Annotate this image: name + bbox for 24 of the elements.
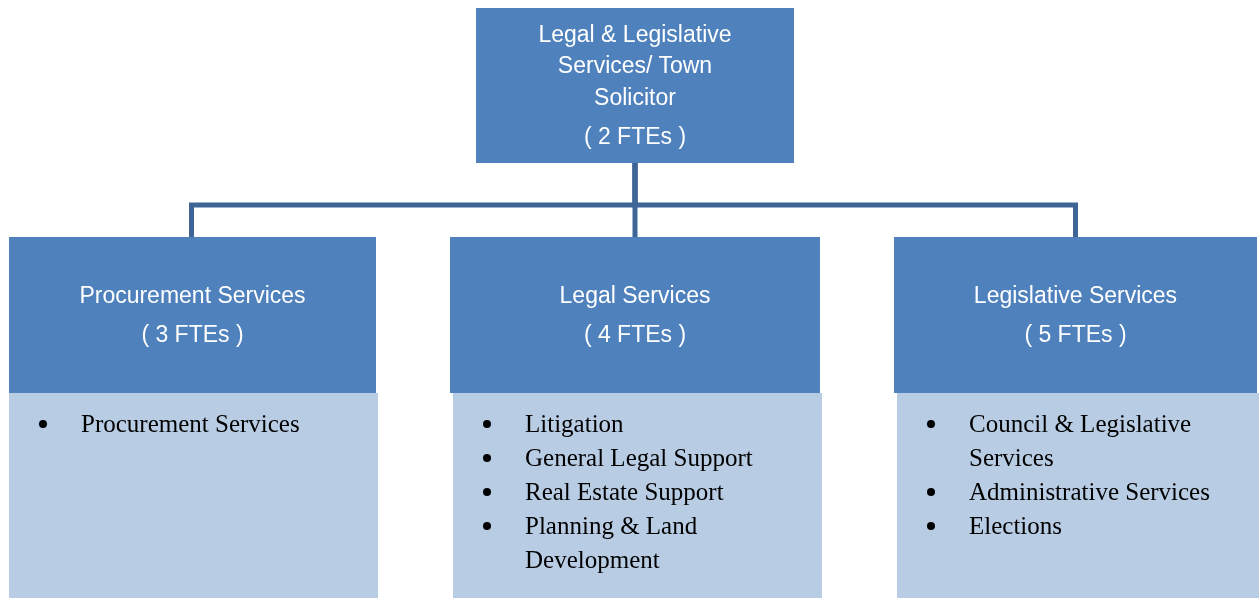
unit-title: Legal & Legislative Services/ Town Solicitor bbox=[537, 20, 733, 112]
staff-count: ( 5 FTEs ) bbox=[1024, 320, 1127, 349]
list-item: Real Estate Support bbox=[525, 478, 724, 505]
staff-count: ( 3 FTEs ) bbox=[141, 320, 244, 349]
list-item: Administrative Services bbox=[969, 478, 1210, 505]
staff-count: ( 4 FTEs ) bbox=[583, 320, 687, 349]
list-item: Procurement Services bbox=[81, 410, 300, 437]
division-box bbox=[9, 237, 376, 393]
list-item: Planning & Land Development bbox=[525, 512, 698, 573]
duties-panel bbox=[897, 393, 1259, 598]
connector-line bbox=[632, 163, 1078, 237]
duties-panel bbox=[9, 393, 378, 598]
division-box bbox=[450, 237, 820, 393]
list-item: Litigation bbox=[525, 410, 624, 437]
list-item: General Legal Support bbox=[525, 444, 753, 471]
division-box bbox=[894, 237, 1257, 393]
duties-panel bbox=[453, 393, 822, 598]
staff-count: ( 2 FTEs ) bbox=[583, 121, 687, 151]
unit-title: Legislative Services bbox=[973, 280, 1178, 310]
unit-title: Procurement Services bbox=[79, 280, 306, 310]
director-box bbox=[476, 8, 794, 163]
unit-title: Legal Services bbox=[559, 280, 711, 310]
list-item: Elections bbox=[969, 512, 1063, 539]
list-item: Council & Legislative Services bbox=[969, 410, 1192, 471]
